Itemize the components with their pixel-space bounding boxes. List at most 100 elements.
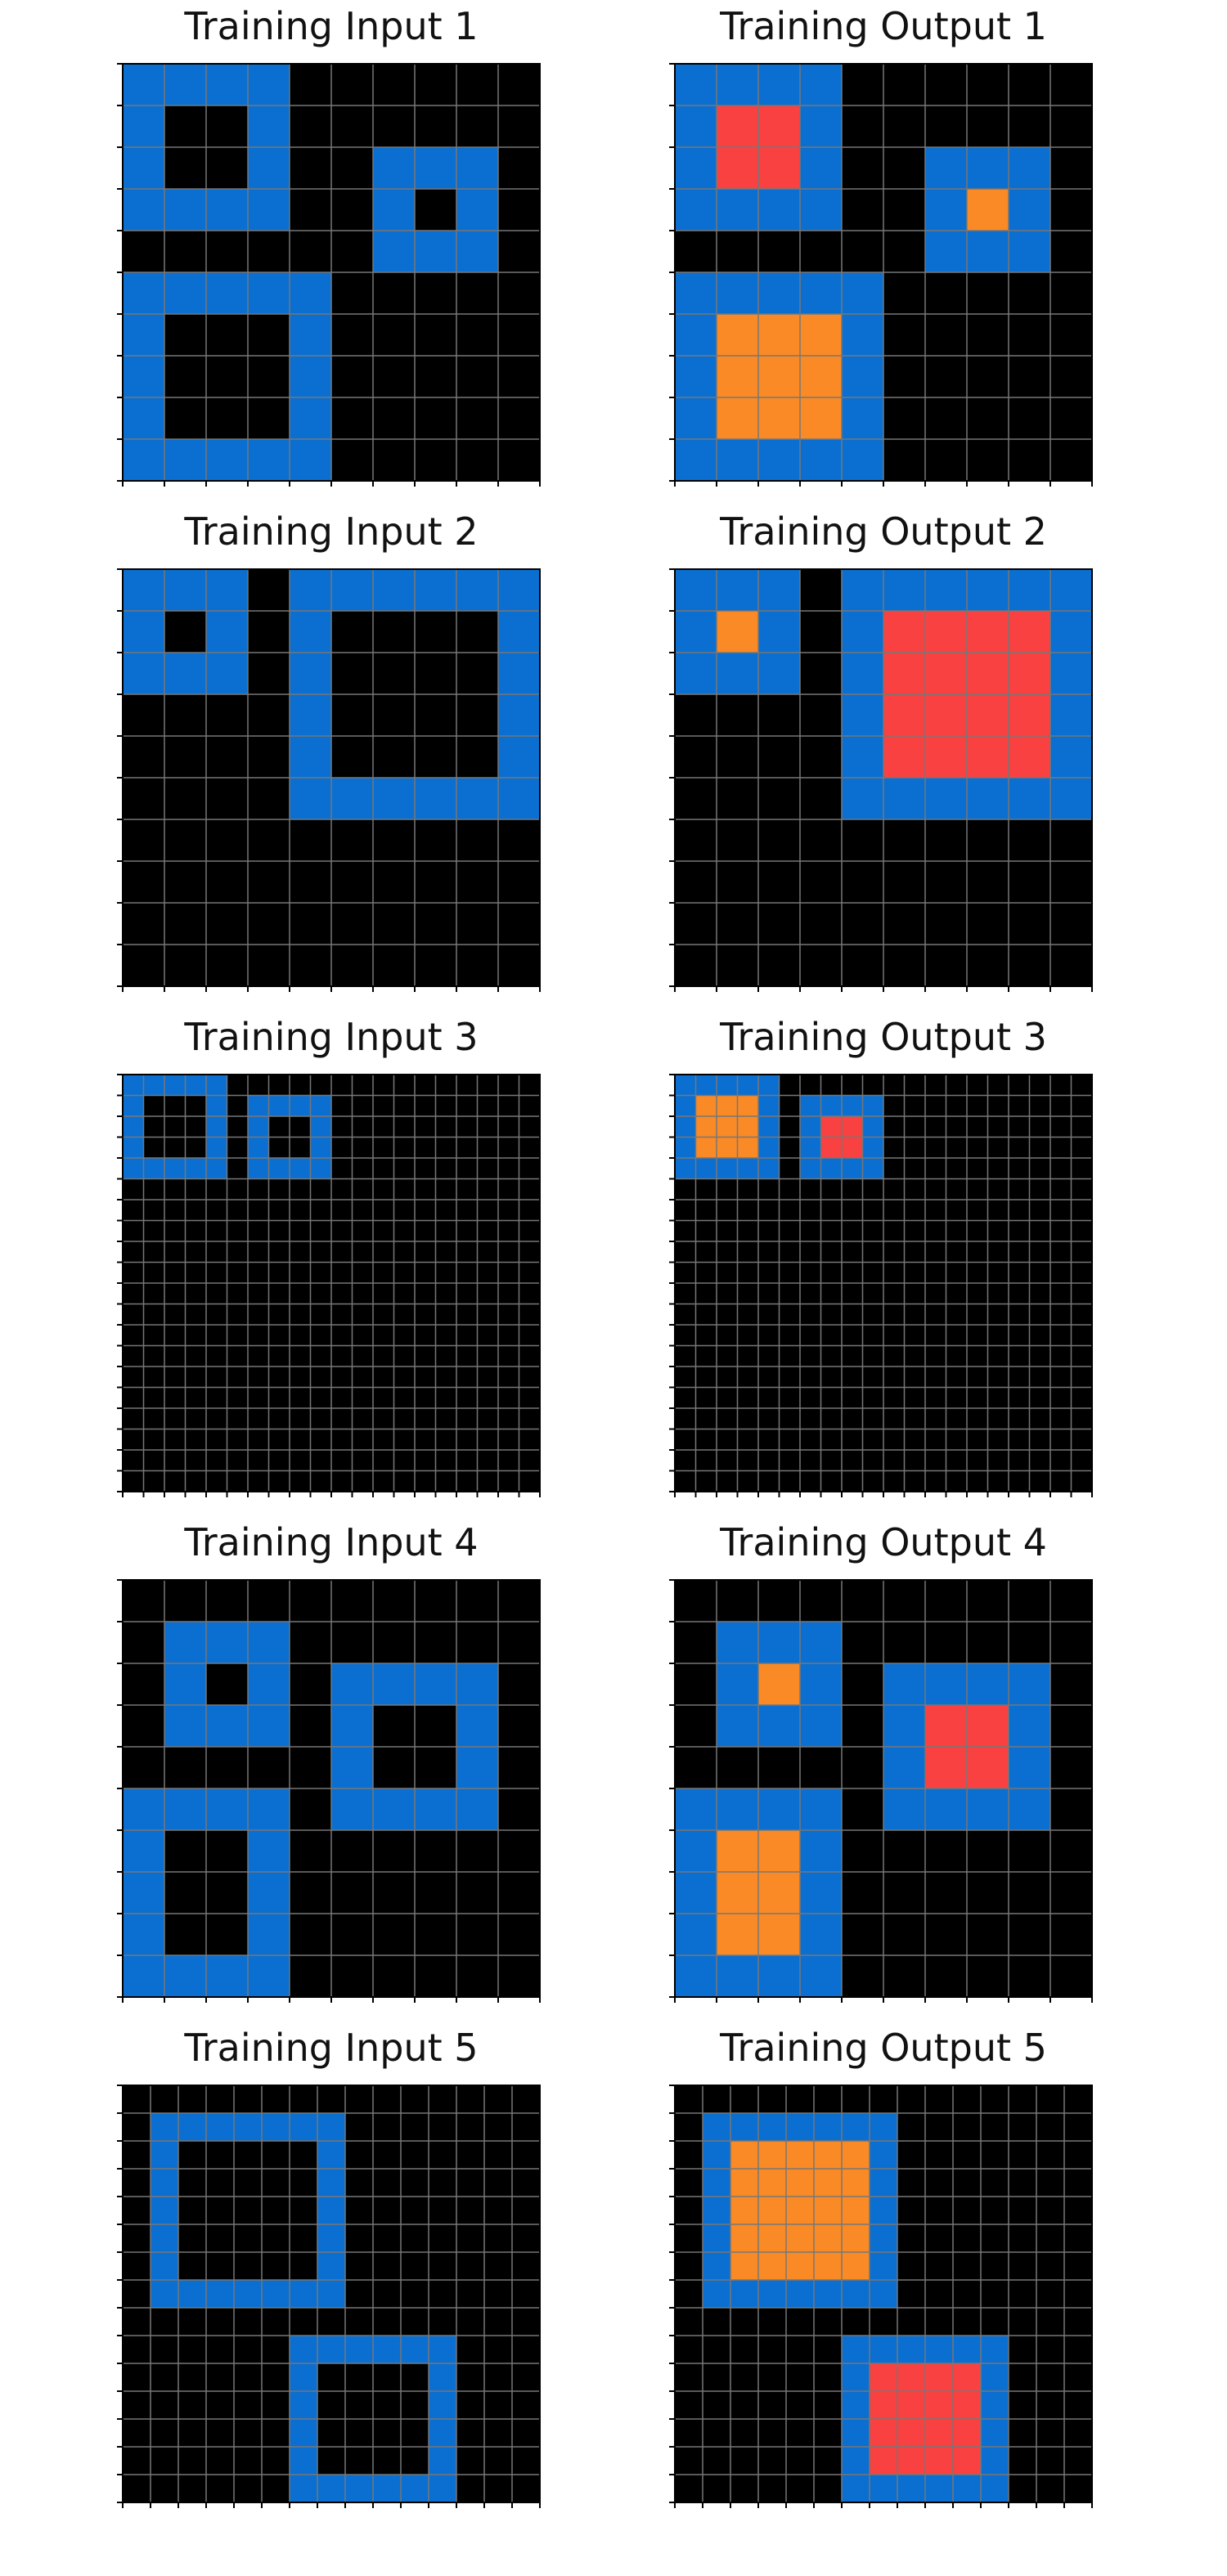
grid-cell [373,1075,394,1096]
grid-cell [123,356,165,398]
grid-cell [717,569,759,612]
grid-cell [415,736,457,779]
grid-cell [883,272,926,315]
grid-cell [248,1304,269,1326]
grid-cell [435,1325,457,1346]
grid-cell [498,1220,519,1242]
grid-cell [185,1470,207,1492]
grid-cell [842,2169,870,2197]
grid-cell [883,611,926,653]
grid-cell [883,356,926,398]
grid-cell [925,653,968,695]
grid-cell [800,1158,821,1179]
grid-cell [435,1095,457,1117]
grid-cell [206,1408,227,1429]
grid-cell [675,1470,696,1492]
grid-cell [800,1450,821,1471]
grid-cell [143,1137,165,1159]
grid-cell [248,314,290,357]
grid-cell [758,1747,801,1789]
grid-cell [206,1788,249,1831]
grid-cell [717,611,759,653]
grid-cell [786,2475,815,2503]
grid-cell [1009,1408,1030,1429]
grid-cell [429,2391,457,2420]
grid-cell [456,2419,485,2448]
grid-cell [842,314,884,357]
grid-cell [675,2419,703,2448]
grid-cell [814,2169,843,2197]
grid-cell [164,1116,186,1138]
grid-cell [675,64,717,106]
grid-cell [883,1116,905,1138]
grid-cell [435,1367,457,1388]
grid-cell [331,819,374,862]
grid-cell [206,778,249,820]
grid-cell [248,778,290,820]
grid-cell [675,1325,696,1346]
grid-cell [842,1408,863,1429]
grid-cell [519,1178,541,1200]
grid-cell [498,1747,541,1789]
grid-cell [227,1408,249,1429]
grid-cell [519,1075,541,1096]
grid-cell [1009,2336,1037,2364]
grid-cell [290,778,332,820]
grid-cell [178,2141,207,2170]
grid-cell [967,64,1009,106]
panel-training-input-3: Training Input 3 [90,1011,573,1515]
grid-cell [512,2197,541,2225]
grid-cell [415,272,457,315]
grid-cell [519,1325,541,1346]
grid-cell [345,2141,374,2170]
grid-cell [717,105,759,148]
grid-cell [164,861,207,904]
grid-cell [1029,1345,1051,1367]
grid-cell [897,2391,926,2420]
grid-cell [248,1095,269,1117]
grid-cell [820,1220,843,1242]
grid-cell [737,1200,759,1221]
grid-cell [1009,1914,1051,1956]
grid-cell [883,1408,905,1429]
grid-cell [498,945,541,987]
grid-cell [1009,189,1051,231]
grid-cell [290,1387,311,1409]
grid-cell [498,231,541,273]
grid-cell [730,2308,759,2336]
grid-cell [814,2197,843,2225]
grid-cell [290,1367,311,1388]
grid-cell [842,1178,863,1200]
grid-cell [946,1387,968,1409]
grid-cell [331,147,374,190]
grid-cell [185,1116,207,1138]
grid-cell [415,1075,436,1096]
grid-cell [967,1955,1009,1998]
grid-cell [842,1830,884,1873]
panel-title: Training Output 3 [720,1015,1047,1059]
grid-cell [498,903,541,945]
grid-cell [248,1747,290,1789]
grid-cell [842,1872,884,1914]
grid-cell [164,1622,207,1664]
grid-cell [758,1450,780,1471]
grid-cell [123,861,165,904]
grid-cell [758,1304,780,1326]
grid-cell [456,819,499,862]
grid-cell [981,2085,1009,2114]
grid-cell [904,1450,926,1471]
grid-cell [373,1116,394,1138]
grid-cell [675,694,717,737]
grid-cell [401,2141,429,2170]
grid-cell [820,1470,843,1492]
grid-cell [1050,64,1093,106]
grid-cell [800,1387,821,1409]
grid-cell [206,1178,227,1200]
grid-cell [717,356,759,398]
grid-cell [519,1137,541,1159]
grid-cell [206,1914,249,1956]
grid-cell [779,1408,801,1429]
grid-cell [519,1262,541,1284]
grid-cell [331,231,374,273]
grid-cell [206,2252,235,2281]
